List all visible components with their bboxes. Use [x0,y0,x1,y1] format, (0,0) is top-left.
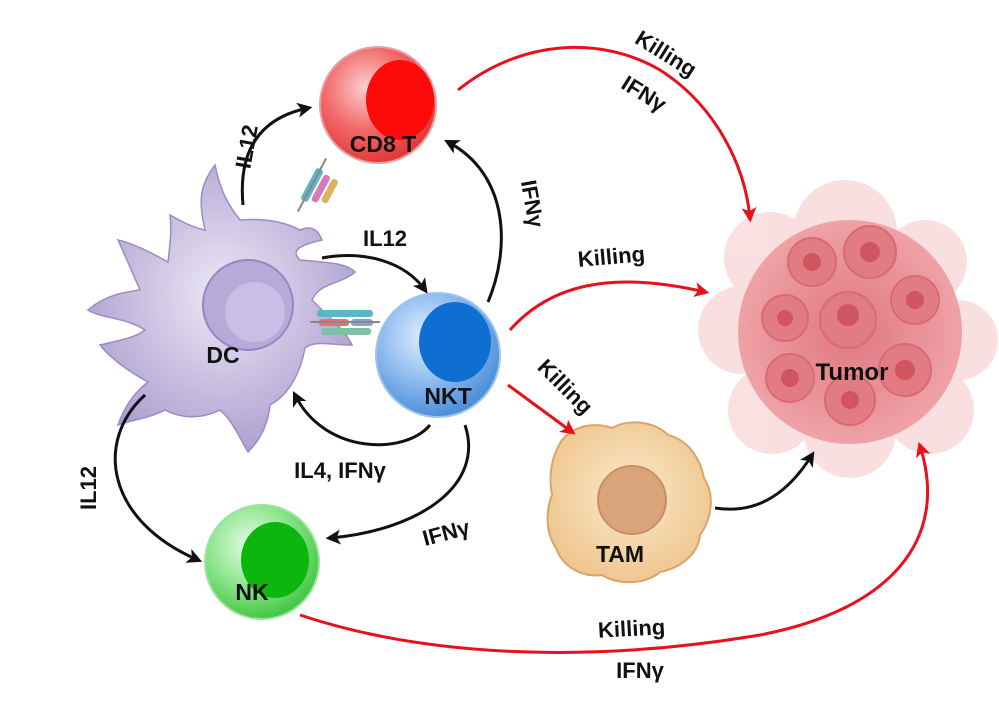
dc-label: DC [206,342,239,368]
nkt-label: NKT [424,383,471,409]
tam-cell [546,421,712,584]
arrow-nk-to-tumor [299,441,931,654]
label-dc-to-cd8: IL12 [230,123,262,171]
receptor-complex-dc-cd8 [297,158,338,212]
arrow-dc-to-cd8 [240,102,313,206]
label-dc-to-nk: IL12 [76,466,101,510]
arrow-nkt-to-dc [292,390,432,447]
arrow-tam-to-tumor [714,451,815,511]
label-nkt-to-tumor: Killing [577,241,646,272]
label-cd8-to-tumor-ifng: IFNγ [617,70,671,117]
tam-label: TAM [596,541,644,567]
label-nkt-to-cd8: IFNγ [516,178,549,230]
label-nk-to-tumor-killing: Killing [597,614,665,642]
cd8-t-label: CD8 T [350,131,416,157]
receptor-complex-dc-nkt [310,310,380,335]
label-nk-to-tumor-ifng: IFNγ [616,658,664,683]
arrow-dc-to-nkt [321,254,428,294]
dc-cell [86,163,357,454]
nk-label: NK [235,579,269,605]
arrow-nkt-to-tam [507,383,576,435]
tumor-mass [698,180,998,478]
arrow-dc-to-nk [113,393,203,563]
arrow-nkt-to-cd8 [444,139,503,303]
tumor-label: Tumor [816,359,889,386]
arrow-nkt-to-tumor [508,280,710,331]
label-nkt-to-nk: IFNγ [420,514,473,551]
nkt-cell [375,292,501,418]
arrow-nkt-to-nk [325,424,471,545]
arrow-cd8-to-tumor [457,45,757,223]
cd8-t-cell [319,46,437,164]
nk-cell [204,504,320,620]
label-nkt-to-dc: IL4, IFNγ [294,458,386,483]
label-dc-to-nkt: IL12 [363,226,407,251]
